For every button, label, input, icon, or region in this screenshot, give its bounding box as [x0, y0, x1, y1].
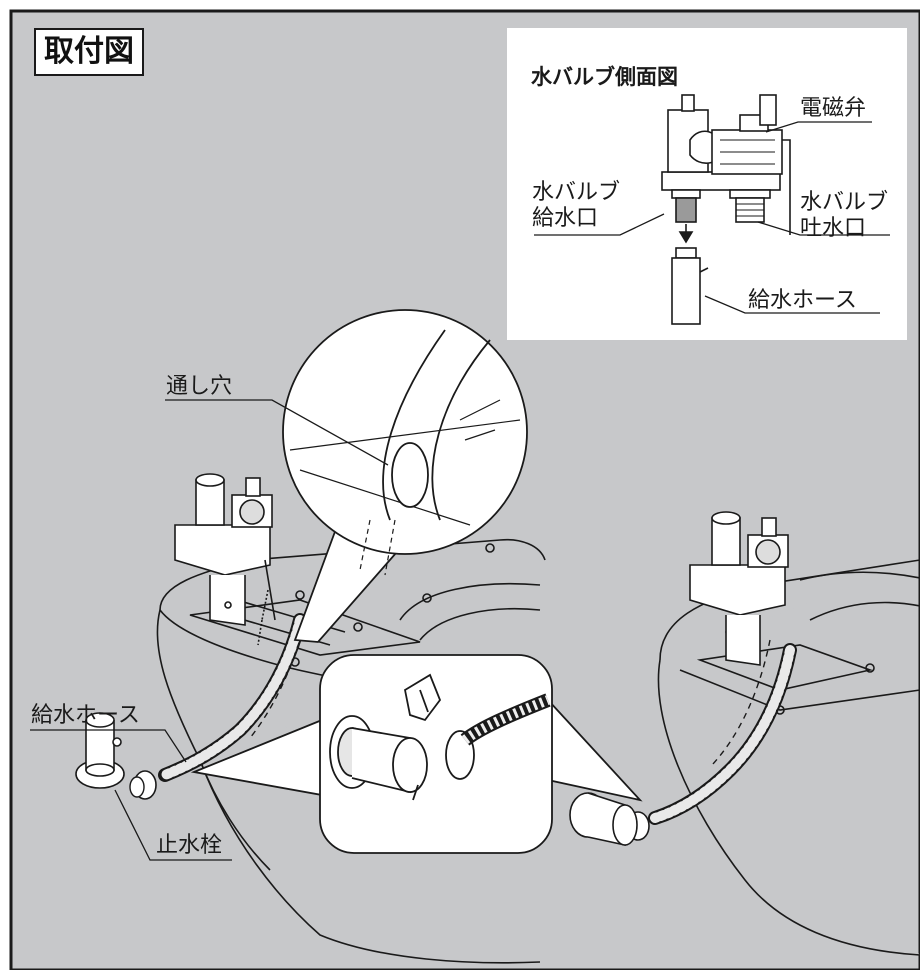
label-solenoid-valve: 電磁弁	[800, 96, 867, 121]
label-stop-valve: 止水栓	[156, 833, 223, 858]
label-supply-hose: 給水ホース	[31, 703, 140, 728]
through-hole-magnifier	[282, 309, 528, 643]
label-valve-inlet-line2: 給水口	[532, 206, 599, 231]
arrow-up-icon	[678, 224, 694, 244]
right-supply-hose	[569, 639, 797, 846]
connector-callout	[190, 654, 643, 854]
right-water-valve	[689, 511, 789, 666]
leader-lines	[30, 121, 890, 861]
figure-title: 取付図	[34, 28, 144, 76]
valve-side-view-inset	[507, 28, 907, 340]
label-through-hole: 通し穴	[166, 374, 233, 399]
label-inset-supply-hose: 給水ホース	[748, 288, 857, 313]
stop-valve	[75, 712, 125, 789]
left-water-valve	[174, 473, 276, 646]
label-valve-outlet-line2: 吐水口	[800, 216, 867, 241]
left-supply-hose	[129, 599, 311, 800]
label-valve-outlet-line1: 水バルブ	[800, 190, 889, 215]
label-valve-inlet-line1: 水バルブ	[532, 180, 621, 205]
inset-title: 水バルブ側面図	[531, 65, 678, 89]
